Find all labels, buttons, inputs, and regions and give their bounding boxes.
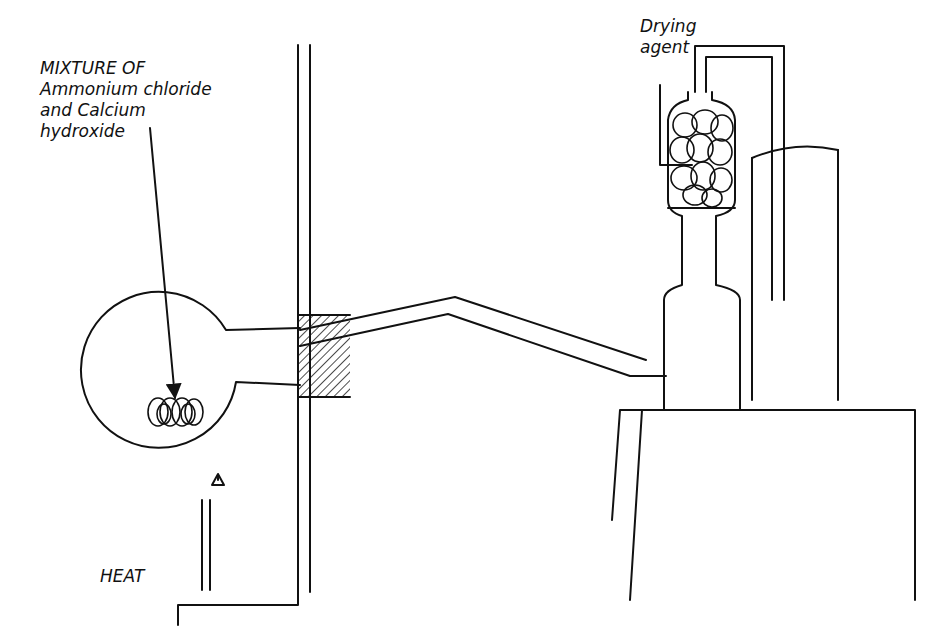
delivery-tube: [300, 314, 666, 376]
reagent-mixture: [148, 398, 203, 426]
gas-jar: [752, 150, 838, 400]
round-bottom-flask: [81, 292, 300, 448]
heat-label: HEAT: [100, 566, 180, 587]
bench: [612, 410, 915, 600]
gas-jar-top: [752, 146, 838, 158]
heat-arrow: [202, 500, 210, 590]
drying-tower: [664, 92, 740, 410]
leader-line: [660, 85, 692, 165]
leader-line: [150, 128, 175, 398]
tower-base: [668, 207, 735, 209]
stopper-edge: [298, 315, 350, 397]
outlet-tube: [695, 46, 784, 300]
part-label: MIXTURE OF Ammonium chloride and Calcium…: [40, 58, 220, 142]
outlet-tube: [706, 57, 772, 300]
drying-agent-granules: [670, 110, 733, 207]
stopper: [298, 315, 350, 397]
delivery-tube: [300, 297, 646, 360]
retort-stand: [178, 45, 298, 625]
burner-flame: [212, 474, 224, 485]
part-label: Drying agent: [640, 16, 720, 58]
